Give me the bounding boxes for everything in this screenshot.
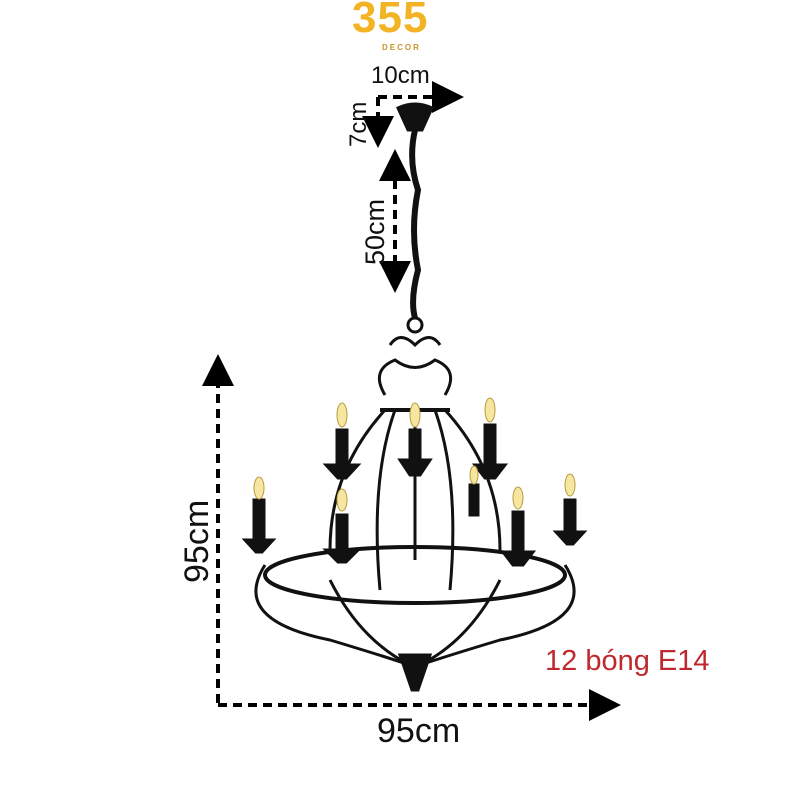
bulbs: [253, 397, 576, 512]
canopy-height-label: 7cm: [345, 101, 372, 147]
lower-arms: [254, 564, 576, 667]
finial: [397, 653, 433, 692]
chandelier: [241, 102, 588, 692]
candles: [241, 423, 588, 567]
logo-subtitle: DECOR: [382, 43, 421, 52]
logo-number: 355: [352, 0, 429, 42]
canopy: [396, 102, 434, 132]
chain-length-label: 50cm: [360, 198, 390, 265]
canopy-width-label: 10cm: [371, 62, 430, 89]
brand-logo: 355 DECOR: [352, 0, 452, 56]
dimension-lines: [202, 81, 621, 721]
chain-ring: [406, 316, 424, 334]
inner-lower-arms: [328, 579, 502, 667]
width-label: 95cm: [377, 712, 461, 750]
chain: [409, 129, 422, 319]
main-ring: [263, 545, 567, 605]
crown: [377, 336, 453, 396]
height-label: 95cm: [178, 499, 216, 583]
bulb-spec-label: 12 bóng E14: [545, 645, 710, 677]
